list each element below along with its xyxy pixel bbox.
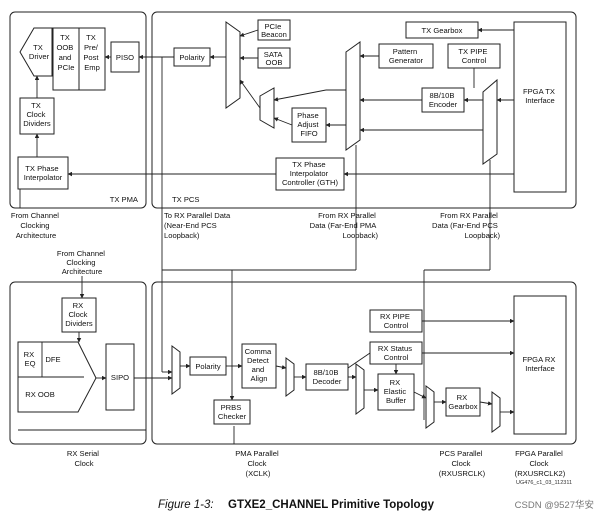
pcs-parallel-clock-label: PCS Parallel Clock (RXUSRCLK) [439, 449, 486, 478]
rx-sipo-block [105, 343, 135, 411]
tx-pre-post-emp-label: TX Pre/ Post Emp [83, 33, 100, 72]
figure-caption-title: GTXE2_CHANNEL Primitive Topology [228, 499, 435, 511]
fpga-rx-interface-block [513, 295, 567, 435]
tx-phase-interpolator-label: TX Phase Interpolator [24, 164, 63, 182]
doc-code: UG476_c1_03_112311 [516, 480, 572, 486]
tx-pi-controller-block [275, 157, 345, 191]
rx-elastic-buffer-block [377, 373, 415, 411]
rx-clock-dividers-block [61, 297, 97, 333]
tx-driver-block [19, 27, 53, 77]
to-rx-parallel-label: To RX Parallel Data (Near-End PCS Loopba… [164, 211, 232, 240]
tx-pcie-beacon-label: PCIe Beacon [261, 22, 287, 39]
tx-main-mux [345, 41, 361, 151]
rx-comma-detect-block [241, 343, 277, 389]
figure-caption-label: Figure 1-3: [158, 499, 214, 511]
rx-buffer-bypass-mux [355, 363, 365, 415]
tx-sata-oob-label: SATA OOB [264, 50, 284, 67]
rx-polarity-label: Polarity [195, 362, 221, 371]
tx-clock-dividers-label: TX Clock Dividers [23, 101, 51, 128]
rx-gearbox-bypass-mux [425, 385, 435, 429]
rx-serial-clock-label: RX Serial Clock [67, 449, 101, 468]
tx-pipe-control-block [447, 43, 501, 69]
rx-decoder-block [305, 363, 349, 391]
pma-parallel-clock-label: PMA Parallel Clock (XCLK) [235, 449, 281, 478]
fpga-tx-interface-block [513, 21, 567, 193]
from-channel-clocking-rx-label: From Channel Clocking Architecture [57, 249, 107, 276]
tx-encoder-label: 8B/10B Encoder [429, 91, 458, 109]
tx-pattern-generator-label: Pattern Generator [389, 47, 424, 65]
tx-input-mux [482, 78, 498, 165]
watermark: CSDN @9527华安 [515, 499, 594, 511]
rx-eq-label: RX EQ [24, 350, 37, 368]
tx-phase-interpolator-block [17, 156, 69, 190]
rx-status-control-label: RX Status Control [378, 344, 414, 362]
tx-gearbox-label: TX Gearbox [422, 26, 463, 35]
rx-decoder-bypass-mux [285, 357, 295, 397]
rx-gearbox-label: RX Gearbox [448, 393, 477, 411]
tx-oob-pcie-label: TX OOB and PCIe [56, 33, 75, 72]
rx-decoder-label: 8B/10B Decoder [313, 368, 342, 386]
rx-clock-dividers-label: RX Clock Dividers [65, 301, 93, 328]
tx-piso-label: PISO [116, 53, 134, 62]
rx-oob-label: RX OOB [25, 390, 55, 399]
tx-oob-pcie-block [52, 27, 80, 91]
fpga-rx-interface-label: FPGA RX Interface [522, 355, 557, 373]
rx-sipo-label: SIPO [111, 373, 129, 382]
rx-wiring [18, 230, 515, 444]
tx-polarity-label: Polarity [179, 53, 205, 62]
fpga-parallel-clock-label: FPGA Parallel Clock (RXUSRCLK2) [515, 449, 566, 478]
rx-pcs-group [151, 281, 577, 445]
from-rx-parallel-pcs-label: From RX Parallel Data (Far-End PCS Loopb… [432, 211, 500, 240]
tx-wiring [19, 27, 514, 372]
tx-driver-label: TX Driver [29, 43, 50, 61]
from-rx-parallel-pma-label: From RX Parallel Data (Far-End PMA Loopb… [310, 211, 379, 240]
tx-fifo-bypass-mux [259, 87, 275, 129]
rx-prbs-checker-label: PRBS Checker [218, 403, 247, 421]
rx-pipe-control-label: RX PIPE Control [380, 312, 412, 330]
tx-output-mux [225, 21, 241, 109]
tx-pma-title: TX PMA [110, 195, 139, 204]
tx-pma-group [9, 11, 147, 209]
rx-comma-detect-label: Comma Detect and Align [245, 347, 274, 383]
rx-prbs-checker-block [213, 399, 251, 425]
tx-piso-block [110, 41, 140, 73]
rx-pma-group [9, 281, 147, 445]
tx-pipe-control-label: TX PIPE Control [458, 47, 489, 65]
tx-pi-controller-label: TX Phase Interpolator Controller (GTH) [282, 160, 339, 187]
tx-phase-adjust-fifo-label: Phase Adjust FIFO [297, 111, 321, 138]
rx-dfe-label: DFE [45, 355, 60, 364]
tx-pcs-title: TX PCS [172, 195, 199, 204]
fpga-tx-interface-label: FPGA TX Interface [523, 87, 557, 105]
tx-pcs-group [151, 11, 577, 209]
rx-elastic-buffer-label: RX Elastic Buffer [384, 378, 409, 405]
from-channel-clocking-tx-label: From Channel Clocking Architecture [11, 211, 61, 240]
rx-input-mux [171, 345, 181, 395]
rx-output-mux [491, 391, 501, 433]
